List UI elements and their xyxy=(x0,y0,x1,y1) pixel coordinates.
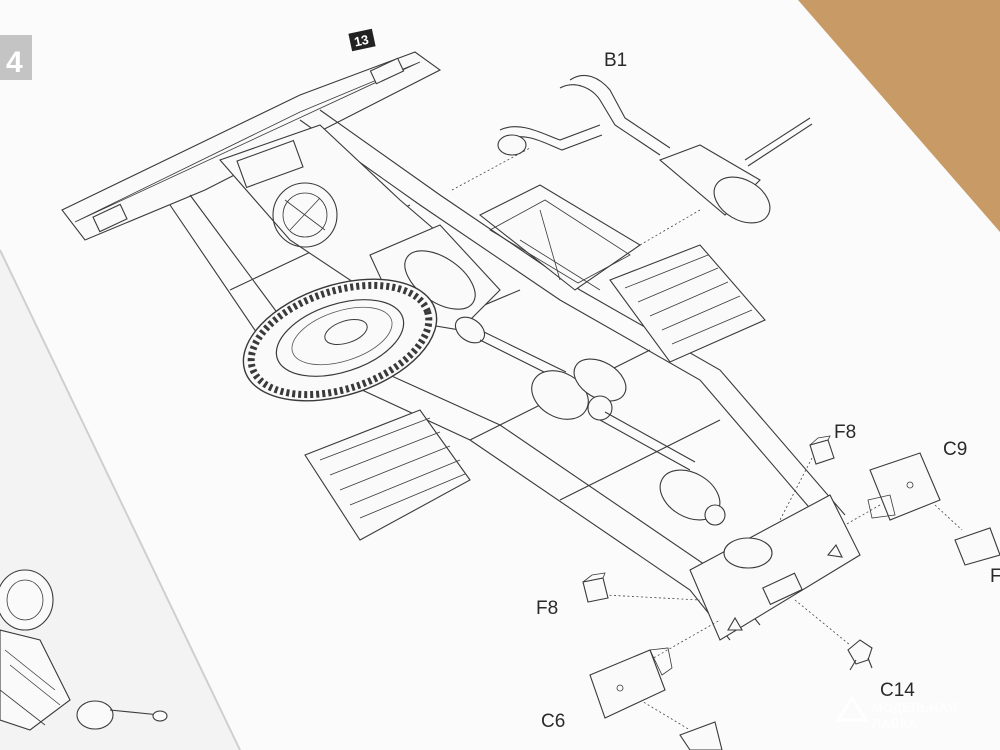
spare-tire-drawing xyxy=(242,278,438,402)
svg-text:ЛАВКА: ЛАВКА xyxy=(872,716,918,731)
label-part-f8-top: F8 xyxy=(834,422,856,443)
label-part-f8-bottom: F8 xyxy=(536,598,558,619)
svg-text:4: 4 xyxy=(6,46,23,79)
part-f8-bottom-drawing xyxy=(582,572,609,603)
page-gutter xyxy=(0,249,241,750)
label-part-edge: F xyxy=(990,566,1000,587)
previous-step-badge: 4 xyxy=(0,35,32,80)
watermark-logo: МОДЕЛЬНАЯ ЛАВКА xyxy=(835,695,957,731)
svg-text:13: 13 xyxy=(353,32,370,50)
left-page-drawing xyxy=(0,569,168,731)
part-b1-exhaust-drawing xyxy=(497,75,813,224)
part-edge-right-drawing xyxy=(954,527,1000,566)
label-part-c6: C6 xyxy=(541,711,565,732)
part-edge-bottom-drawing xyxy=(679,721,723,750)
part-f8-top-drawing xyxy=(809,435,835,465)
label-part-c14: C14 xyxy=(880,680,915,701)
leader-lines xyxy=(451,147,963,731)
part-c9-drawing xyxy=(867,452,941,521)
fender-right-drawing xyxy=(609,244,766,363)
label-part-c9: C9 xyxy=(943,439,967,460)
label-part-b1: B1 xyxy=(604,50,627,71)
svg-text:МОДЕЛЬНАЯ: МОДЕЛЬНАЯ xyxy=(872,700,957,715)
part-c14-drawing xyxy=(847,639,873,671)
fender-left-drawing xyxy=(304,409,471,541)
part-c6-drawing xyxy=(589,647,673,719)
step-number-badge: 13 xyxy=(348,28,376,52)
